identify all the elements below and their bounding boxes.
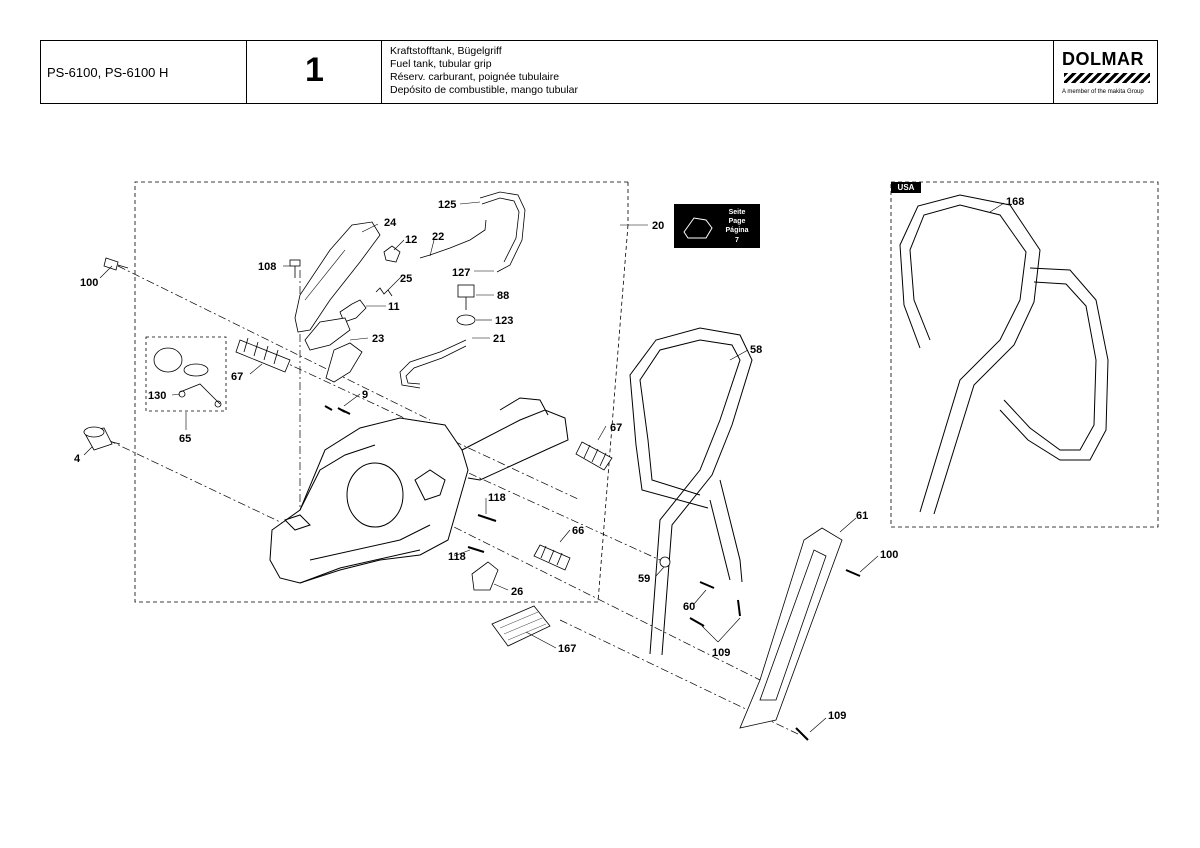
- part-167-label: [491, 605, 551, 647]
- description-fr: Réserv. carburant, poignée tubulaire: [390, 71, 560, 83]
- ref-word-de: Seite: [729, 209, 746, 216]
- part-125-tube: [479, 191, 526, 273]
- part-label: 168: [1006, 196, 1024, 208]
- part-22-cable: [419, 219, 487, 259]
- part-number-labels: 100 108 24 12 22 125 20 127 25 88 11 123…: [74, 196, 1024, 722]
- part-67-spring-right: [575, 441, 613, 471]
- ref-word-es: Página: [726, 227, 749, 234]
- part-label: 127: [452, 267, 470, 279]
- brand-name: DOLMAR: [1062, 49, 1144, 69]
- description-de: Kraftstofftank, Bügelgriff: [390, 45, 502, 57]
- part-23-plate: [304, 317, 351, 351]
- part-label: 4: [74, 453, 81, 465]
- part-label: 65: [179, 433, 191, 445]
- description-en: Fuel tank, tubular grip: [390, 58, 492, 70]
- group-number: 1: [305, 51, 324, 89]
- usa-badge-label: USA: [898, 183, 915, 192]
- title-block: PS-6100, PS-6100 H 1 Kraftstofftank, Büg…: [40, 40, 1158, 104]
- group-number-cell: 1: [247, 41, 382, 103]
- part-88-filter: [457, 284, 475, 310]
- part-65-tank-cap: [153, 347, 222, 408]
- assembly-frame-lines: [134, 181, 628, 603]
- part-label: 66: [572, 525, 584, 537]
- part-label: 21: [493, 333, 505, 345]
- kit-65-frame: [145, 336, 227, 412]
- brand-tagline: A member of the makita Group: [1062, 89, 1144, 95]
- part-59-nut: [659, 556, 671, 568]
- part-label: 23: [372, 333, 384, 345]
- part-4-cap: [83, 426, 121, 451]
- part-label: 25: [400, 273, 412, 285]
- part-label: 108: [258, 261, 276, 273]
- usa-badge: USA: [891, 182, 921, 193]
- part-109-screw-c: [795, 727, 809, 741]
- part-118-pin-lower: [467, 546, 485, 553]
- model-cell: PS-6100, PS-6100 H: [41, 41, 247, 103]
- usa-variant-frame: [890, 181, 1159, 528]
- part-label: 118: [448, 551, 466, 563]
- part-label: 100: [880, 549, 898, 561]
- part-66-spring: [533, 544, 571, 571]
- part-109-screw-a: [689, 617, 705, 627]
- part-label: 59: [638, 573, 650, 585]
- part-61-grip-cover: [739, 527, 843, 729]
- part-label: 123: [495, 315, 513, 327]
- part-label: 11: [388, 301, 400, 313]
- part-168-usa-grip: [899, 194, 1109, 515]
- part-118-pin-upper: [477, 514, 497, 522]
- part-label: 118: [488, 492, 506, 504]
- description-es: Depósito de combustible, mango tubular: [390, 84, 578, 96]
- fuel-tank-housing: [269, 397, 569, 584]
- part-label: 109: [712, 647, 730, 659]
- part-label: 125: [438, 199, 456, 211]
- part-100-screw: [103, 257, 129, 271]
- part-24-cover: [294, 221, 381, 333]
- brand-stripe-graphic: [1064, 73, 1150, 83]
- part-label: 130: [148, 390, 166, 402]
- part-label: 26: [511, 586, 523, 598]
- part-100-screw-right: [845, 569, 861, 577]
- part-label: 22: [432, 231, 444, 243]
- part-label: 167: [558, 643, 576, 655]
- part-label: 60: [683, 601, 695, 613]
- part-label: 24: [384, 217, 397, 229]
- part-109-screw-b: [737, 599, 741, 617]
- description-cell: Kraftstofftank, Bügelgriff Fuel tank, tu…: [382, 41, 1054, 103]
- part-label: 67: [610, 422, 622, 434]
- part-67-spring-left: [235, 337, 291, 373]
- part-label: 88: [497, 290, 509, 302]
- ref-word-en: Page: [729, 218, 746, 225]
- part-26-pad: [471, 561, 499, 591]
- brand-logo: DOLMAR A member of the makita Group: [1054, 41, 1158, 103]
- part-21-hose: [399, 339, 467, 389]
- part-label: 109: [828, 710, 846, 722]
- part-label: 12: [405, 234, 417, 246]
- part-label: 67: [231, 371, 243, 383]
- part-23-trigger: [325, 342, 363, 383]
- tank-reference-icon: [683, 217, 713, 239]
- part-label: 9: [362, 389, 368, 401]
- part-58-tubular-grip: [629, 327, 753, 656]
- part-123-oring: [456, 314, 476, 326]
- part-108-screw: [289, 259, 301, 278]
- part-12-clip: [383, 245, 401, 263]
- leader-lines: [83, 201, 1005, 733]
- part-60-screw: [699, 581, 715, 589]
- ref-page-number: 7: [735, 237, 739, 244]
- part-label: 58: [750, 344, 762, 356]
- part-9-pins: [324, 405, 351, 415]
- part-label: 20: [652, 220, 664, 232]
- model-name: PS-6100, PS-6100 H: [47, 65, 169, 80]
- part-25-spring: [375, 287, 393, 297]
- part-label: 100: [80, 277, 98, 289]
- page-reference-box: Seite Page Página 7: [674, 204, 760, 248]
- part-label: 61: [856, 510, 868, 522]
